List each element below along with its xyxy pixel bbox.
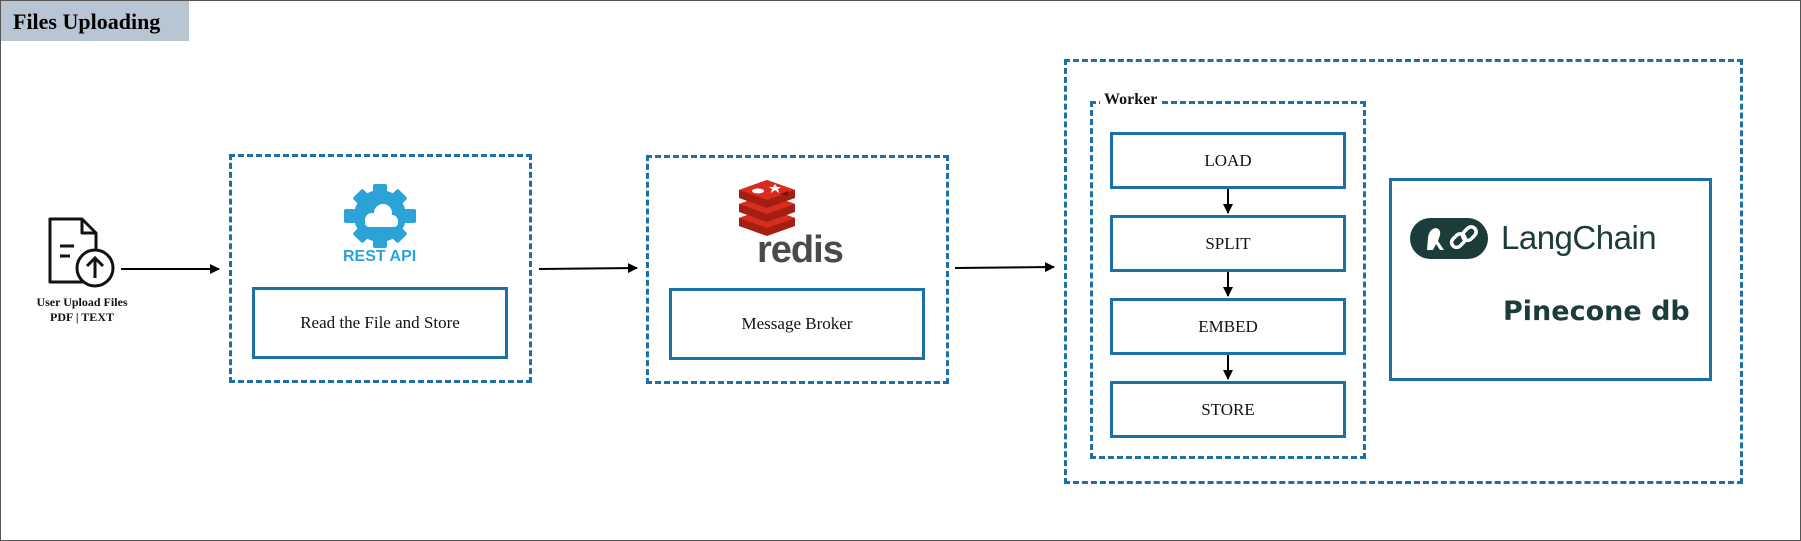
upload-label-line2: PDF | TEXT xyxy=(50,310,114,324)
rest-api-box: Read the File and Store xyxy=(252,287,508,359)
diagram-title: Files Uploading xyxy=(13,9,161,34)
rest-api-group xyxy=(229,154,532,383)
title-tab: Files Uploading xyxy=(1,1,189,41)
worker-group xyxy=(1090,101,1366,459)
step-load-label: LOAD xyxy=(1204,150,1252,170)
langchain-pinecone-box xyxy=(1389,178,1712,381)
worker-system-group xyxy=(1064,59,1743,484)
arrow-rest-to-redis xyxy=(538,263,638,274)
upload-label-line1: User Upload Files xyxy=(36,295,128,309)
redis-caption: redis xyxy=(757,229,844,271)
worker-label: Worker xyxy=(1100,91,1162,109)
upload-label: User Upload Files PDF | TEXT xyxy=(22,295,142,325)
langchain-label: LangChain xyxy=(1501,219,1657,256)
step-store-box: STORE xyxy=(1110,381,1346,438)
step-split-box: SPLIT xyxy=(1110,215,1346,272)
step-embed-box: EMBED xyxy=(1110,298,1346,355)
step-embed-label: EMBED xyxy=(1198,316,1258,336)
arrow-redis-to-worker xyxy=(954,262,1055,273)
step-store-label: STORE xyxy=(1201,399,1255,419)
rest-api-caption: REST API xyxy=(343,248,417,265)
redis-group xyxy=(646,155,949,384)
rest-api-box-label: Read the File and Store xyxy=(300,313,460,332)
pinecone-label: Pinecone db xyxy=(1503,296,1690,327)
step-load-box: LOAD xyxy=(1110,132,1346,189)
message-broker-box: Message Broker xyxy=(669,288,925,360)
message-broker-label: Message Broker xyxy=(741,314,853,333)
step-split-label: SPLIT xyxy=(1205,233,1251,253)
